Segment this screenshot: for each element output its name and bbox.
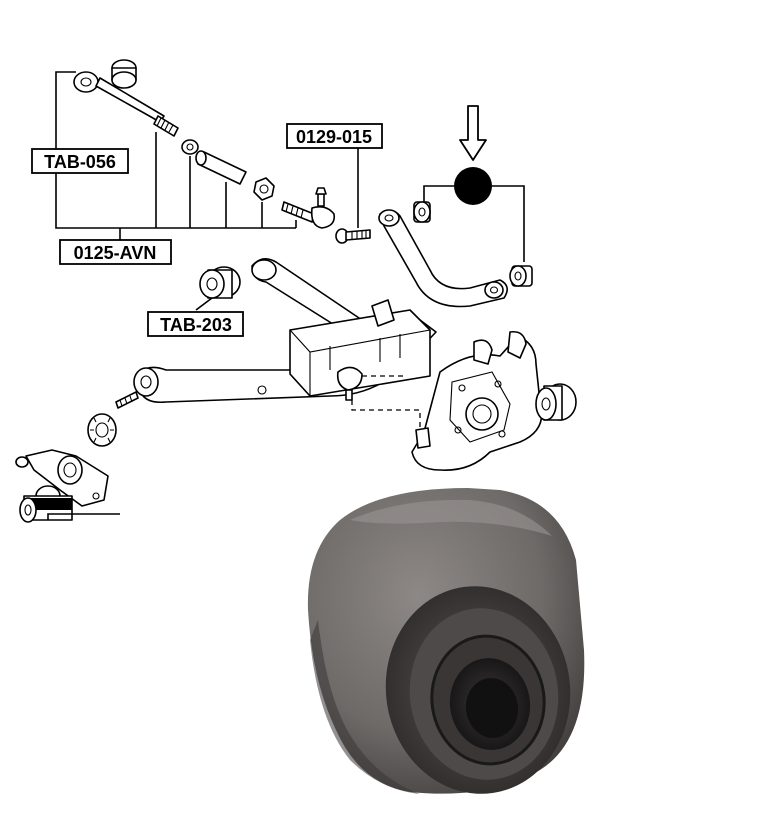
bolt-0129-015 — [335, 147, 371, 244]
knuckle-bushing — [535, 383, 577, 421]
label-0125-avn: 0125-AVN — [59, 239, 172, 265]
upper-control-arm — [378, 201, 533, 308]
label-tab-056: TAB-056 — [31, 148, 129, 174]
mount-bracket — [15, 449, 109, 507]
lower-arm-subframe — [87, 258, 437, 447]
label-0125-avn-text: 0125-AVN — [74, 243, 157, 263]
rear-knuckle — [411, 330, 543, 471]
label-tab-203: TAB-203 — [147, 297, 244, 337]
highlight-bracket — [423, 185, 525, 262]
toe-arm-assembly — [55, 59, 336, 252]
label-tab-056-text: TAB-056 — [44, 152, 116, 172]
bushing-photo — [307, 488, 585, 794]
highlight-dot — [454, 167, 492, 205]
label-0129-015: 0129-015 — [286, 123, 383, 149]
lower-bushing — [19, 485, 120, 523]
highlight-arrow-icon — [459, 105, 487, 161]
label-tab-203-text: TAB-203 — [160, 315, 232, 335]
label-0129-015-text: 0129-015 — [296, 127, 372, 147]
